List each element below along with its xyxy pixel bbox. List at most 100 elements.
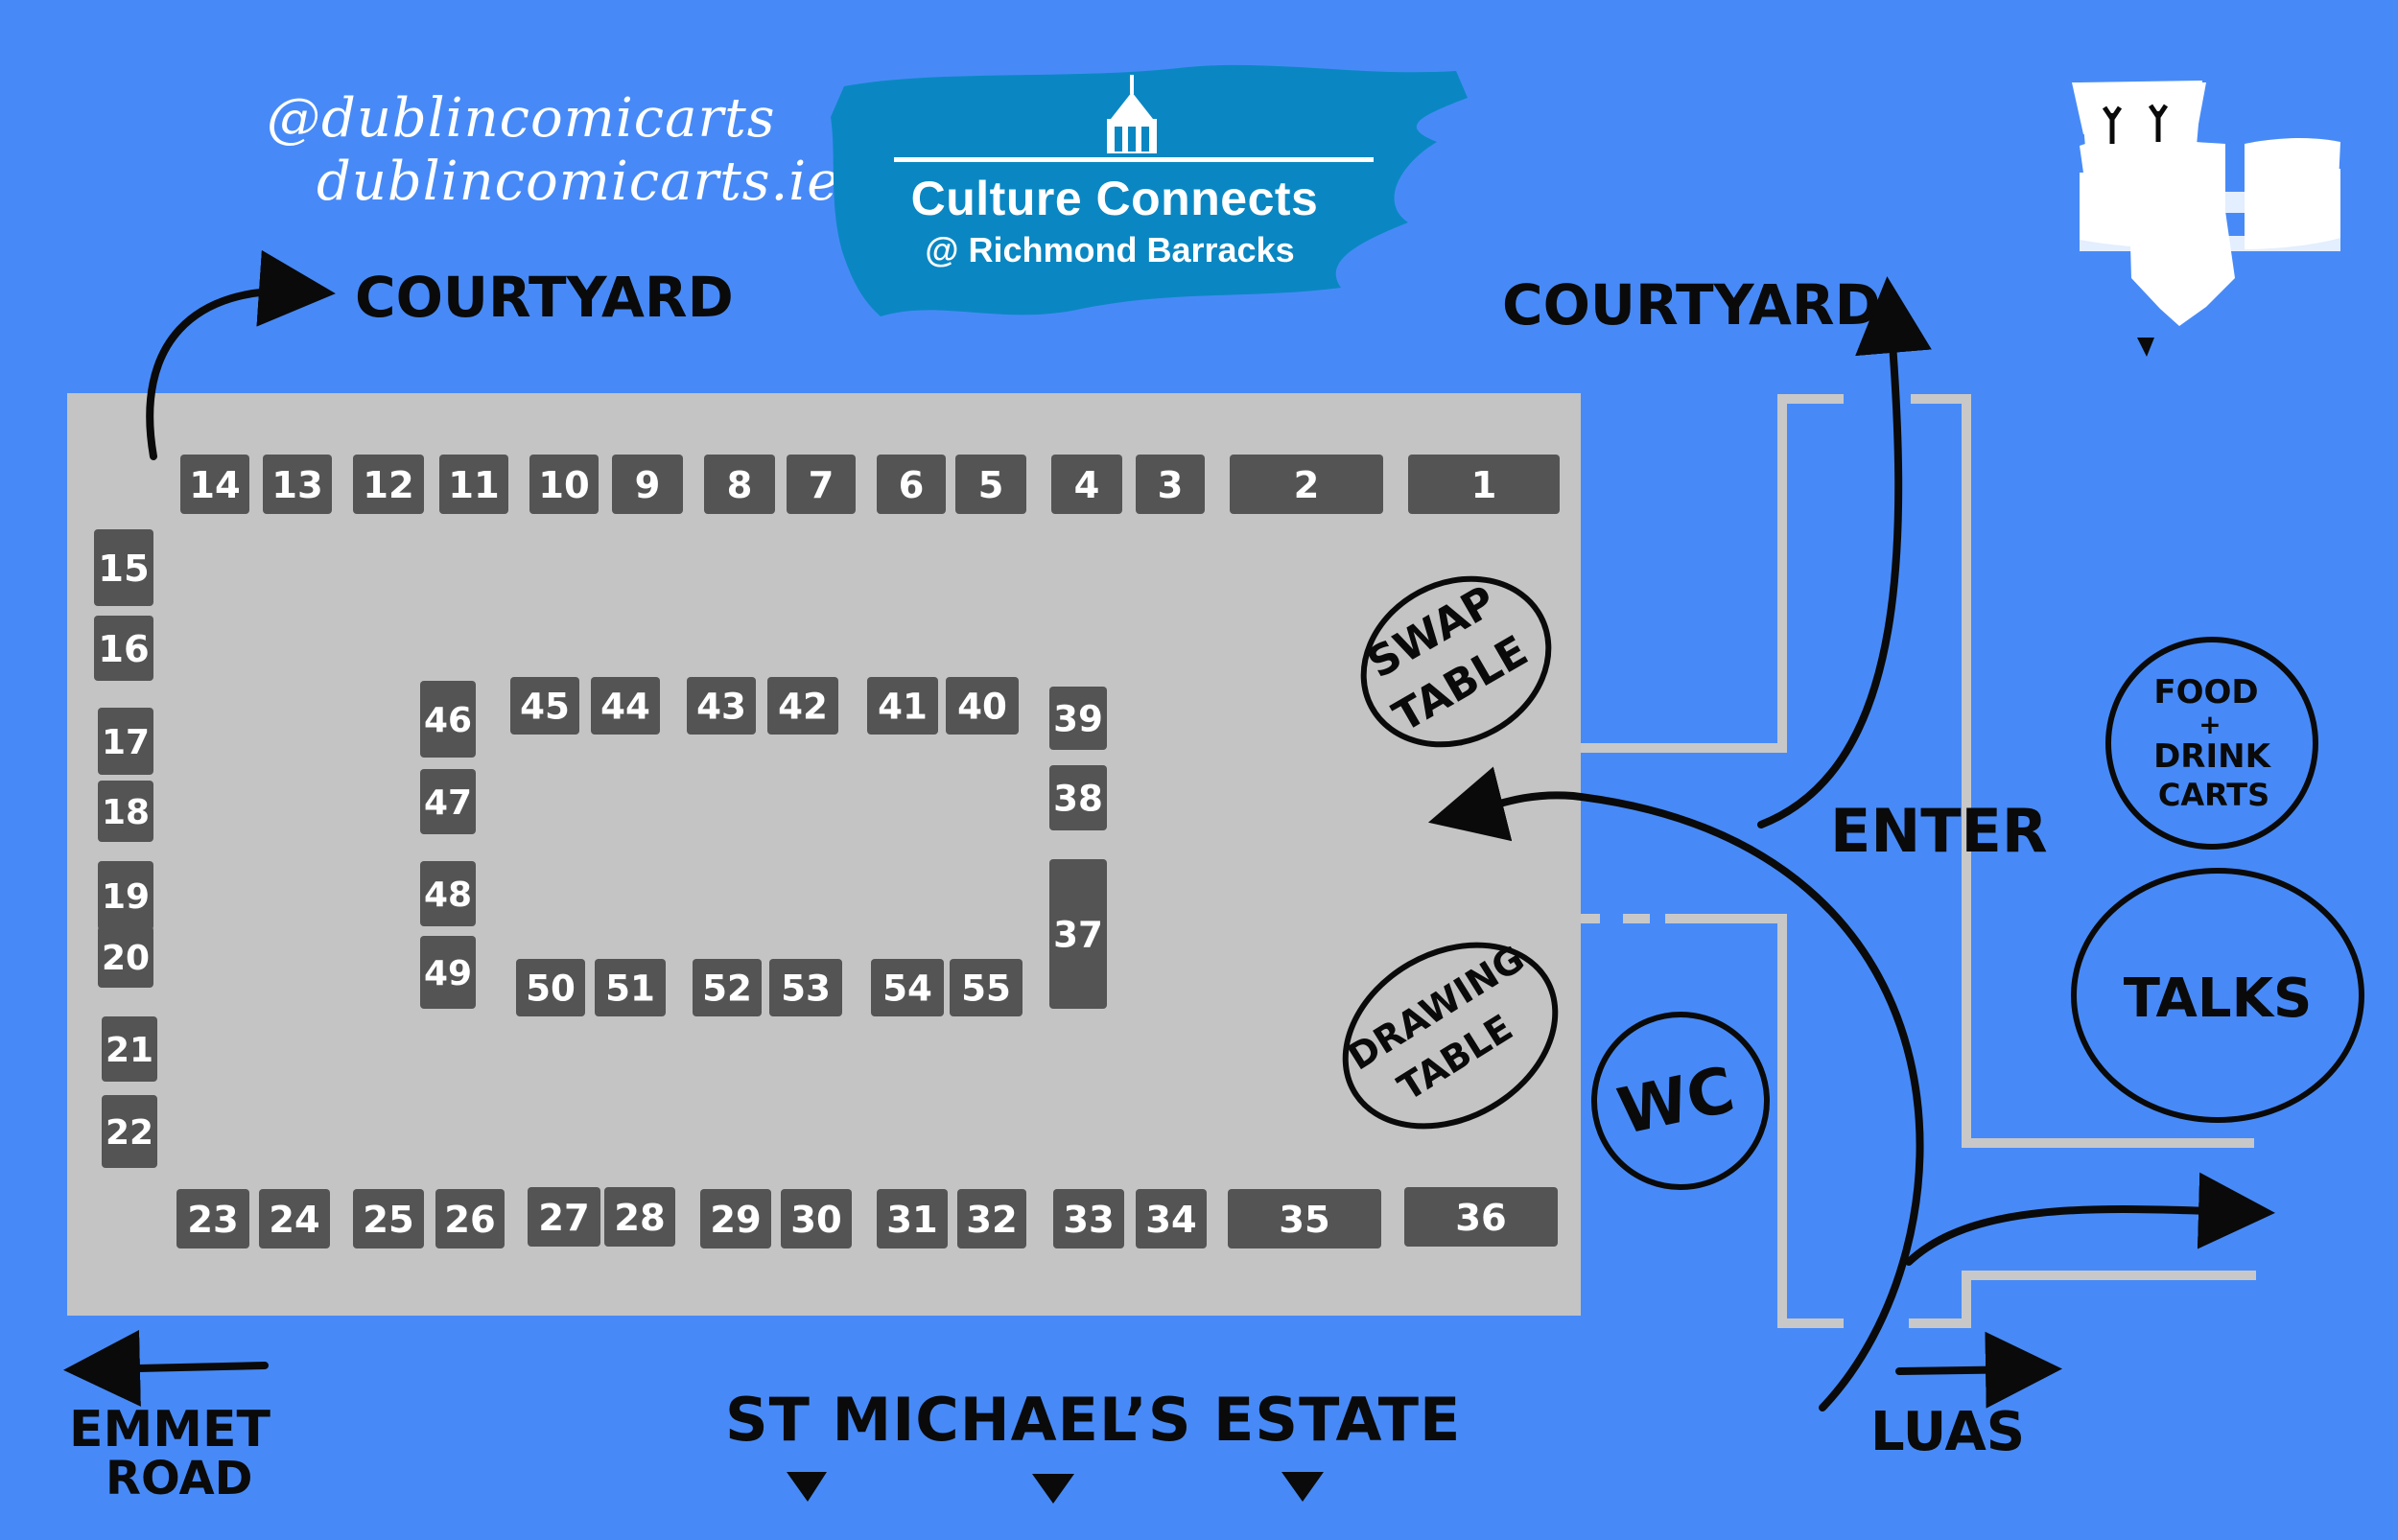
table-box (529, 455, 599, 514)
table-box (591, 677, 660, 735)
table-box (957, 1189, 1026, 1248)
table-box (98, 781, 153, 842)
table-43[interactable]: 43 (687, 677, 756, 735)
table-box (98, 861, 153, 930)
table-25[interactable]: 25 (353, 1189, 424, 1248)
website-link[interactable]: dublincomicarts.ie (317, 151, 840, 213)
table-box (1053, 1189, 1124, 1248)
table-box (867, 677, 938, 735)
table-9[interactable]: 9 (612, 455, 683, 514)
table-number: 19 (102, 877, 150, 917)
st-michaels-estate-label: ST MICHAEL’S ESTATE (725, 1385, 1461, 1455)
table-50[interactable]: 50 (516, 959, 585, 1016)
table-40[interactable]: 40 (946, 677, 1019, 735)
table-number: 24 (269, 1199, 319, 1242)
table-box (439, 455, 508, 514)
table-48[interactable]: 48 (420, 861, 476, 926)
table-54[interactable]: 54 (871, 959, 944, 1016)
table-39[interactable]: 39 (1049, 687, 1107, 750)
table-36[interactable]: 36 (1404, 1187, 1558, 1247)
table-51[interactable]: 51 (595, 959, 666, 1016)
table-number: 25 (363, 1199, 413, 1242)
table-21[interactable]: 21 (102, 1016, 157, 1082)
table-17[interactable]: 17 (98, 708, 153, 775)
courtyard-left-label: COURTYARD (355, 265, 734, 330)
table-12[interactable]: 12 (353, 455, 424, 514)
table-23[interactable]: 23 (176, 1189, 249, 1248)
table-number: 48 (424, 875, 472, 915)
table-16[interactable]: 16 (94, 616, 153, 681)
table-38[interactable]: 38 (1049, 765, 1107, 830)
table-box (1051, 455, 1122, 514)
table-15[interactable]: 15 (94, 529, 153, 606)
table-19[interactable]: 19 (98, 861, 153, 930)
table-45[interactable]: 45 (510, 677, 579, 735)
table-5[interactable]: 5 (955, 455, 1026, 514)
table-8[interactable]: 8 (704, 455, 775, 514)
estate-pointer-1 (787, 1472, 827, 1502)
talks-area[interactable]: TALKS (2071, 868, 2364, 1123)
table-box (1404, 1187, 1558, 1247)
table-3[interactable]: 3 (1136, 455, 1205, 514)
table-53[interactable]: 53 (769, 959, 842, 1016)
table-number: 51 (605, 967, 655, 1009)
table-32[interactable]: 32 (957, 1189, 1026, 1248)
table-number: 44 (600, 685, 650, 727)
table-34[interactable]: 34 (1136, 1189, 1207, 1248)
table-6[interactable]: 6 (877, 455, 946, 514)
table-41[interactable]: 41 (867, 677, 938, 735)
table-29[interactable]: 29 (700, 1189, 771, 1248)
table-2[interactable]: 2 (1230, 455, 1383, 514)
table-box (612, 455, 683, 514)
table-24[interactable]: 24 (259, 1189, 330, 1248)
table-box (263, 455, 332, 514)
table-33[interactable]: 33 (1053, 1189, 1124, 1248)
table-number: 42 (778, 685, 828, 727)
table-44[interactable]: 44 (591, 677, 660, 735)
table-number: 46 (424, 701, 472, 740)
table-52[interactable]: 52 (693, 959, 762, 1016)
table-number: 17 (102, 723, 150, 762)
table-number: 20 (102, 939, 150, 978)
courtyard-right-arrow (1757, 276, 1932, 828)
table-10[interactable]: 10 (529, 455, 599, 514)
table-31[interactable]: 31 (877, 1189, 948, 1248)
table-7[interactable]: 7 (787, 455, 856, 514)
table-box (180, 455, 249, 514)
table-35[interactable]: 35 (1228, 1189, 1381, 1248)
table-number: 11 (448, 464, 499, 507)
culture-connects-logo (831, 64, 1468, 316)
table-46[interactable]: 46 (420, 681, 476, 758)
table-box (946, 677, 1019, 735)
table-number: 40 (957, 685, 1007, 727)
table-1[interactable]: 1 (1408, 455, 1560, 514)
table-box (595, 959, 666, 1016)
table-42[interactable]: 42 (767, 677, 838, 735)
table-26[interactable]: 26 (435, 1189, 505, 1248)
table-box (94, 616, 153, 681)
table-20[interactable]: 20 (98, 926, 153, 988)
table-box (102, 1095, 157, 1168)
table-13[interactable]: 13 (263, 455, 332, 514)
table-55[interactable]: 55 (950, 959, 1023, 1016)
table-27[interactable]: 27 (528, 1187, 600, 1247)
social-handle: @dublincomicarts (267, 87, 776, 150)
food-label-4: CARTS (2158, 777, 2269, 813)
table-28[interactable]: 28 (604, 1187, 675, 1247)
table-49[interactable]: 49 (420, 936, 476, 1009)
table-18[interactable]: 18 (98, 781, 153, 842)
table-14[interactable]: 14 (180, 455, 249, 514)
food-drink-carts[interactable]: FOOD + DRINK CARTS (2105, 637, 2318, 850)
table-47[interactable]: 47 (420, 769, 476, 834)
table-4[interactable]: 4 (1051, 455, 1122, 514)
table-box (353, 1189, 424, 1248)
table-box (1228, 1189, 1381, 1248)
table-22[interactable]: 22 (102, 1095, 157, 1168)
table-37[interactable]: 37 (1049, 859, 1107, 1009)
table-box (950, 959, 1023, 1016)
table-number: 55 (961, 967, 1011, 1009)
table-number: 15 (98, 548, 149, 591)
table-11[interactable]: 11 (439, 455, 508, 514)
wc-area[interactable]: WC (1591, 1012, 1770, 1190)
table-30[interactable]: 30 (781, 1189, 852, 1248)
